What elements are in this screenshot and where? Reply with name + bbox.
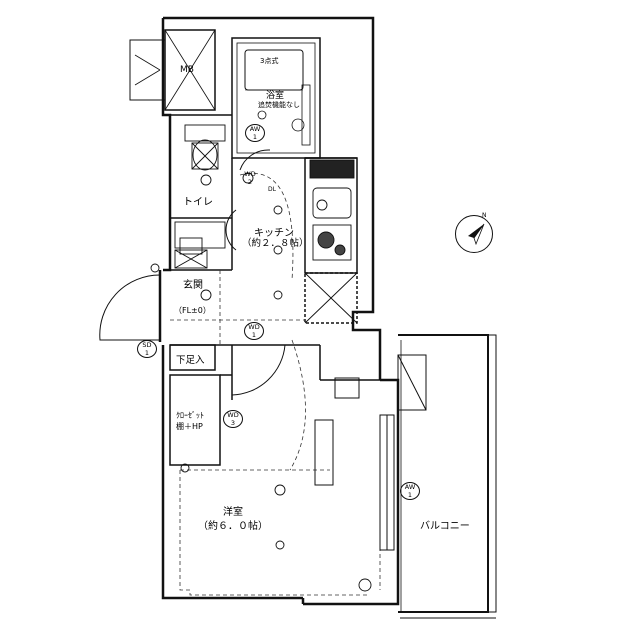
windows xyxy=(379,354,427,551)
kitchen-area: （約２．８帖） xyxy=(242,238,309,249)
interior-walls xyxy=(169,37,380,466)
mb-label: MB xyxy=(180,65,194,75)
genkan-label: 玄関 xyxy=(183,280,203,291)
western-room-label: 洋室 xyxy=(223,507,243,518)
compass-north-label: N xyxy=(482,212,487,219)
dl-tag: DL xyxy=(268,186,276,193)
mb-shaft xyxy=(129,29,216,111)
bath-number: 3点式 xyxy=(260,57,279,65)
compass-arrow-icon xyxy=(468,223,485,246)
bathtub xyxy=(244,49,311,146)
genkan-level: （FL±0） xyxy=(174,306,211,315)
doors xyxy=(99,149,286,396)
bath-label: 浴室 xyxy=(266,91,285,101)
toilet-label: トイレ xyxy=(183,197,213,208)
closet-label-1: ｸﾛｰｾﾞｯﾄ xyxy=(176,411,204,420)
outer-walls xyxy=(158,16,400,606)
western-room-area: （約６．０帖） xyxy=(198,521,268,532)
toilet-fixture xyxy=(184,124,226,171)
washbasin xyxy=(174,221,226,269)
ceiling-lights xyxy=(150,172,372,592)
compass: N xyxy=(455,212,493,253)
bath-note: 追焚機能なし xyxy=(258,101,300,109)
shoebox-label: 下足入 xyxy=(176,355,205,366)
balcony xyxy=(398,334,497,619)
balcony-label: バルコニー xyxy=(420,521,470,532)
closet-label-2: 棚＋HP xyxy=(176,422,203,431)
kitchen-counter xyxy=(304,159,358,324)
ac-unit xyxy=(314,377,360,486)
kitchen-label: キッチン xyxy=(254,228,294,239)
